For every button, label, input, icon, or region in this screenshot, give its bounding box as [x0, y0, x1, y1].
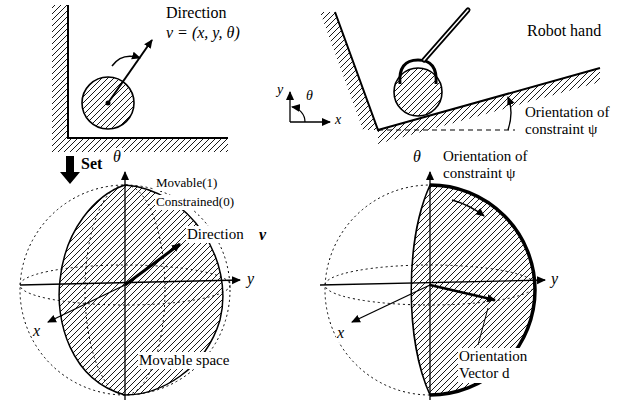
label: Direction [165, 4, 227, 22]
label: Orientation Vector d [458, 348, 560, 383]
label: Movable(1) [155, 176, 218, 191]
label: θ [412, 148, 422, 166]
label: x [32, 322, 41, 340]
label: x [334, 112, 342, 128]
label: y [246, 270, 255, 288]
label: x [336, 324, 345, 342]
label: v = (x, y, θ) [165, 24, 241, 42]
set-arrow [60, 156, 80, 184]
label: y [276, 82, 284, 98]
label: Direction [186, 226, 245, 243]
label: θ [305, 88, 314, 104]
label: θ [112, 148, 122, 166]
label: y [550, 270, 559, 288]
disk [82, 40, 152, 129]
robot-hand [394, 10, 468, 116]
label: Movable space [138, 352, 230, 369]
label: Set [80, 155, 103, 173]
label: Orientation of constraint ψ [524, 104, 626, 139]
label: Orientation of constraint ψ [442, 148, 556, 183]
label: Constrained(0) [155, 195, 235, 210]
label: v [258, 226, 267, 244]
label: Robot hand [526, 22, 602, 40]
movable-sphere [20, 172, 240, 400]
